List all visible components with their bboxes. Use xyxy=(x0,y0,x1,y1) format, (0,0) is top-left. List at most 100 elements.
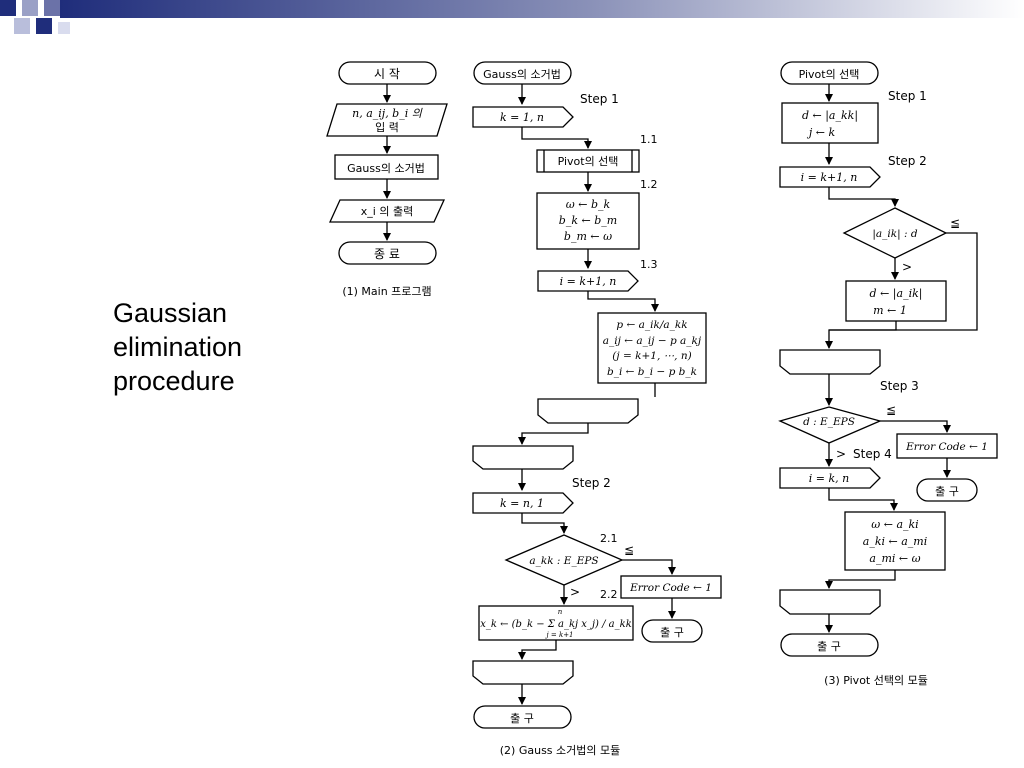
pivot-exit1-node xyxy=(916,478,978,502)
header-square xyxy=(44,0,60,16)
gauss-pivot-call-label: Pivot의 선택 xyxy=(558,155,619,168)
pivot-loop-i2-node xyxy=(779,467,881,489)
pivot-caption: (3) Pivot 선택의 모듈 xyxy=(824,674,928,687)
gauss-edge xyxy=(521,513,568,534)
pivot-update-line: d ← |a_ik| xyxy=(870,287,923,301)
gauss-elim-line: b_i ← b_i − p b_k xyxy=(607,366,697,378)
gauss-elim-node xyxy=(597,312,707,384)
gauss-label-1-3: 1.3 xyxy=(640,258,658,271)
main-input-label-2: 입 력 xyxy=(375,121,399,134)
main-process-label: Gauss의 소거법 xyxy=(347,162,425,175)
pivot-edge xyxy=(829,232,978,331)
gauss-loop-end-back xyxy=(472,660,574,685)
pivot-edge xyxy=(825,321,897,349)
header-square xyxy=(0,0,16,16)
gauss-step1-label: Step 1 xyxy=(580,92,619,106)
pivot-loop-end-2 xyxy=(779,589,881,615)
gauss-caption: (2) Gauss 소거법의 모듈 xyxy=(500,744,621,757)
pivot-error-label: Error Code ← 1 xyxy=(905,441,988,453)
main-output-node xyxy=(328,199,446,223)
gauss-label-2-1: 2.1 xyxy=(600,532,618,545)
slide-title-line: procedure xyxy=(113,366,235,396)
pivot-swap-line: ω ← a_ki xyxy=(871,518,918,531)
gauss-label-1-1: 1.1 xyxy=(640,133,658,146)
gauss-gt-label: > xyxy=(570,585,580,599)
gauss-swap-line: b_k ← b_m xyxy=(559,214,617,227)
gauss-elim-line: a_ij ← a_ij − p a_kj xyxy=(603,335,702,347)
gauss-exit2-node xyxy=(473,705,572,729)
pivot-gt-label: > xyxy=(902,260,912,274)
gauss-title-label: Gauss의 소거법 xyxy=(483,68,561,81)
main-start-label: 시 작 xyxy=(374,67,400,81)
header-square xyxy=(22,0,38,16)
header-square xyxy=(36,18,52,34)
pivot-edge xyxy=(828,187,899,207)
gauss-loop-back-node xyxy=(472,492,574,514)
gauss-module-flowchart: Gauss의 소거법 Step 1 k = 1, n 1.1 Pivot의 선택… xyxy=(472,61,722,757)
gauss-edge xyxy=(521,127,592,149)
gauss-sum-top: n xyxy=(558,608,563,616)
main-process-node xyxy=(334,154,439,180)
slide-title: Gaussian elimination procedure xyxy=(113,296,313,398)
pivot-edge xyxy=(880,420,951,433)
main-end-node xyxy=(338,241,437,265)
gauss-edge xyxy=(518,423,589,445)
pivot-init-node xyxy=(781,102,879,144)
gauss-edge xyxy=(622,559,676,575)
pivot-loop-i-label: i = k+1, n xyxy=(801,171,858,184)
gauss-le-label: ≦ xyxy=(624,543,634,557)
pivot-le2-label: ≦ xyxy=(886,403,896,417)
gauss-label-2-2: 2.2 xyxy=(600,588,618,601)
gauss-edge xyxy=(518,640,557,660)
header-gradient-bar xyxy=(60,0,1024,18)
gauss-loop-i-node xyxy=(537,270,639,292)
header-decoration xyxy=(0,0,1024,34)
pivot-step1-label: Step 1 xyxy=(888,89,927,103)
pivot-decision2-label: d : E_EPS xyxy=(803,416,855,428)
pivot-swap-line: a_ki ← a_mi xyxy=(863,535,927,548)
main-input-node xyxy=(326,103,448,137)
pivot-init-line: j ← k xyxy=(806,126,836,139)
main-input-label-1: n, a_ij, b_i 의 xyxy=(352,107,423,120)
pivot-update-line: m ← 1 xyxy=(873,304,907,317)
gauss-loop-back-label: k = n, 1 xyxy=(500,497,544,510)
gauss-sum-bottom: j = k+1 xyxy=(544,631,573,639)
gauss-backsub-label: x_k ← (b_k − Σ a_kj x_j) / a_kk xyxy=(480,619,632,630)
pivot-step2-label: Step 2 xyxy=(888,154,927,168)
gauss-exit2-label: 출 구 xyxy=(510,712,534,725)
gauss-error-label: Error Code ← 1 xyxy=(629,582,712,594)
pivot-le-label: ≦ xyxy=(950,216,960,230)
gauss-elim-line: (j = k+1, ⋯, n) xyxy=(612,350,691,362)
gauss-swap-node xyxy=(536,192,640,250)
pivot-init-line: d ← |a_kk| xyxy=(802,109,858,123)
pivot-gt2-label: > xyxy=(836,447,846,461)
pivot-title-label: Pivot의 선택 xyxy=(799,68,860,81)
slide-title-line: Gaussian xyxy=(113,298,228,328)
gauss-elim-line: p ← a_ik/a_kk xyxy=(616,319,687,331)
gauss-loop-i-label: i = k+1, n xyxy=(560,275,617,288)
gauss-label-1-2: 1.2 xyxy=(640,178,658,191)
gauss-edge xyxy=(587,291,659,312)
pivot-step3-label: Step 3 xyxy=(880,379,919,393)
pivot-edge xyxy=(828,488,898,511)
pivot-update-node xyxy=(845,280,947,322)
pivot-swap-line: a_mi ← ω xyxy=(869,552,920,565)
header-square xyxy=(14,18,30,34)
gauss-loop-k-label: k = 1, n xyxy=(500,111,544,124)
pivot-loop-i2-label: i = k, n xyxy=(809,472,849,485)
main-caption: (1) Main 프로그램 xyxy=(342,285,431,298)
gauss-swap-line: ω ← b_k xyxy=(566,198,611,211)
gauss-swap-line: b_m ← ω xyxy=(564,230,612,243)
gauss-loop-k-node xyxy=(472,106,574,128)
pivot-module-flowchart: Pivot의 선택 Step 1 d ← |a_kk| j ← k Step 2… xyxy=(778,61,998,687)
gauss-step2-label: Step 2 xyxy=(572,476,611,490)
main-program-flowchart: 시 작 n, a_ij, b_i 의 입 력 Gauss의 소거법 x_i 의 … xyxy=(326,61,448,298)
main-end-label: 종 료 xyxy=(374,247,400,261)
pivot-decision-label: |a_ik| : d xyxy=(872,228,918,241)
pivot-exit1-label: 출 구 xyxy=(935,485,959,498)
gauss-loop-end-outer xyxy=(472,445,574,470)
gauss-loop-end-inner xyxy=(537,398,639,424)
pivot-edge xyxy=(825,570,896,589)
pivot-loop-end-1 xyxy=(779,349,881,375)
